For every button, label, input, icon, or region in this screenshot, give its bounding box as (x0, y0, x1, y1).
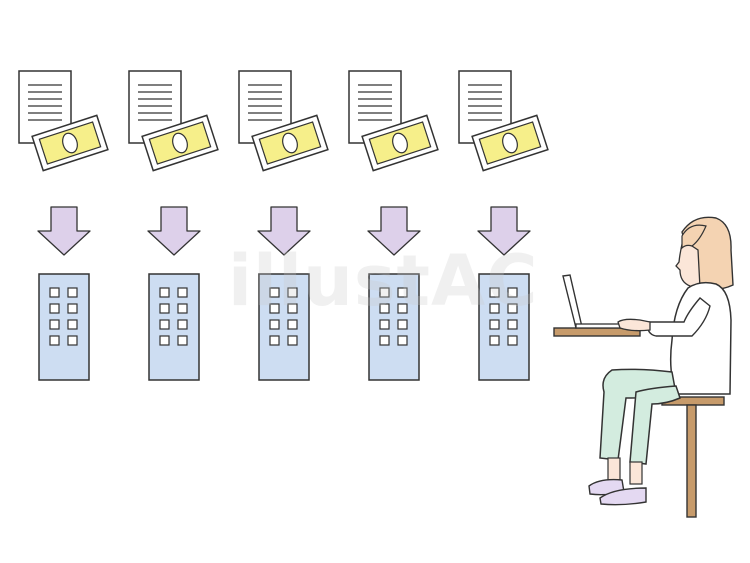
office-building-icon (259, 274, 309, 380)
down-arrow-icon (147, 206, 201, 256)
office-building-icon (369, 274, 419, 380)
flow-column (348, 70, 439, 380)
flow-column (128, 70, 219, 380)
down-arrow-icon (37, 206, 91, 256)
office-building-icon (39, 274, 89, 380)
flow-column (238, 70, 329, 380)
down-arrow-icon (367, 206, 421, 256)
hand (617, 318, 651, 332)
office-building-icon (479, 274, 529, 380)
flow-column (458, 70, 549, 380)
office-building-icon (149, 274, 199, 380)
person-at-laptop-icon (553, 216, 734, 518)
arm (646, 297, 711, 337)
face (675, 238, 701, 289)
laptop-icon (562, 274, 625, 329)
stool (661, 396, 725, 518)
flow-column (18, 70, 109, 380)
down-arrow-icon (477, 206, 531, 256)
down-arrow-icon (257, 206, 311, 256)
shoe (599, 487, 647, 506)
